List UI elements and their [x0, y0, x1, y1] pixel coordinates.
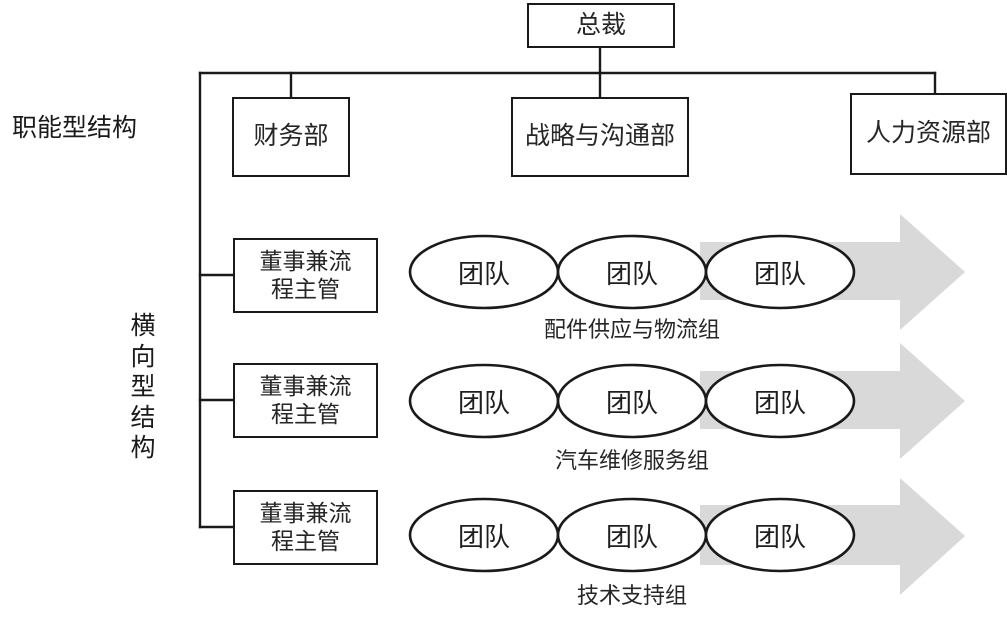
box-director-row-2-line2: 程主管 — [271, 401, 340, 427]
box-department-finance-label: 财务部 — [253, 123, 329, 151]
ellipse-team-row-1-3[interactable]: 团队 — [704, 234, 856, 310]
ellipse-team-row-1-2[interactable]: 团队 — [556, 234, 708, 310]
ellipse-team-row-2-2-label: 团队 — [605, 388, 658, 418]
ellipse-team-row-3-1-label: 团队 — [457, 522, 510, 552]
ellipse-team-row-2-3[interactable]: 团队 — [704, 363, 856, 439]
box-director-row-1-line2: 程主管 — [271, 276, 340, 302]
ellipse-team-row-2-3-label: 团队 — [753, 388, 806, 418]
box-director-row-2[interactable]: 董事兼流 程主管 — [233, 363, 378, 438]
ellipse-team-row-3-3[interactable]: 团队 — [704, 497, 856, 573]
box-director-row-1[interactable]: 董事兼流 程主管 — [233, 238, 378, 313]
box-director-row-1-line1: 董事兼流 — [259, 249, 352, 275]
box-department-hr-label: 人力资源部 — [865, 120, 991, 148]
group-label-tech-support: 技术支持组 — [576, 583, 687, 608]
box-department-strategy-label: 战略与沟通部 — [524, 123, 675, 151]
box-director-row-3-line2: 程主管 — [271, 528, 340, 554]
box-president[interactable]: 总裁 — [527, 3, 675, 48]
ellipse-team-row-1-1[interactable]: 团队 — [408, 234, 560, 310]
group-label-parts-logistics: 配件供应与物流组 — [543, 317, 720, 342]
ellipse-shape — [704, 363, 856, 439]
ellipse-shape — [704, 234, 856, 310]
ellipse-team-row-3-2-label: 团队 — [605, 522, 658, 552]
ellipse-team-row-3-3-label: 团队 — [753, 522, 806, 552]
group-label-auto-repair: 汽车维修服务组 — [554, 448, 709, 473]
ellipse-team-row-2-2[interactable]: 团队 — [556, 363, 708, 439]
ellipse-team-row-3-2[interactable]: 团队 — [556, 497, 708, 573]
side-label-functional-structure: 职能型结构 — [12, 115, 138, 142]
box-department-strategy[interactable]: 战略与沟通部 — [511, 97, 689, 177]
box-president-label: 总裁 — [575, 11, 626, 39]
ellipse-team-row-3-1[interactable]: 团队 — [408, 497, 560, 573]
ellipse-team-row-1-1-label: 团队 — [457, 259, 510, 289]
ellipse-team-row-1-3-label: 团队 — [753, 259, 806, 289]
ellipse-team-row-2-1-label: 团队 — [457, 388, 510, 418]
box-department-finance[interactable]: 财务部 — [232, 97, 350, 177]
side-label-horizontal-structure: 横向型结构 — [130, 313, 156, 462]
box-director-row-3-line1: 董事兼流 — [259, 501, 352, 527]
ellipse-team-row-2-1[interactable]: 团队 — [408, 363, 560, 439]
ellipse-team-row-1-2-label: 团队 — [605, 259, 658, 289]
box-department-hr[interactable]: 人力资源部 — [850, 93, 1007, 175]
box-director-row-2-line1: 董事兼流 — [259, 374, 352, 400]
ellipse-shape — [704, 497, 856, 573]
box-director-row-3[interactable]: 董事兼流 程主管 — [233, 490, 378, 565]
